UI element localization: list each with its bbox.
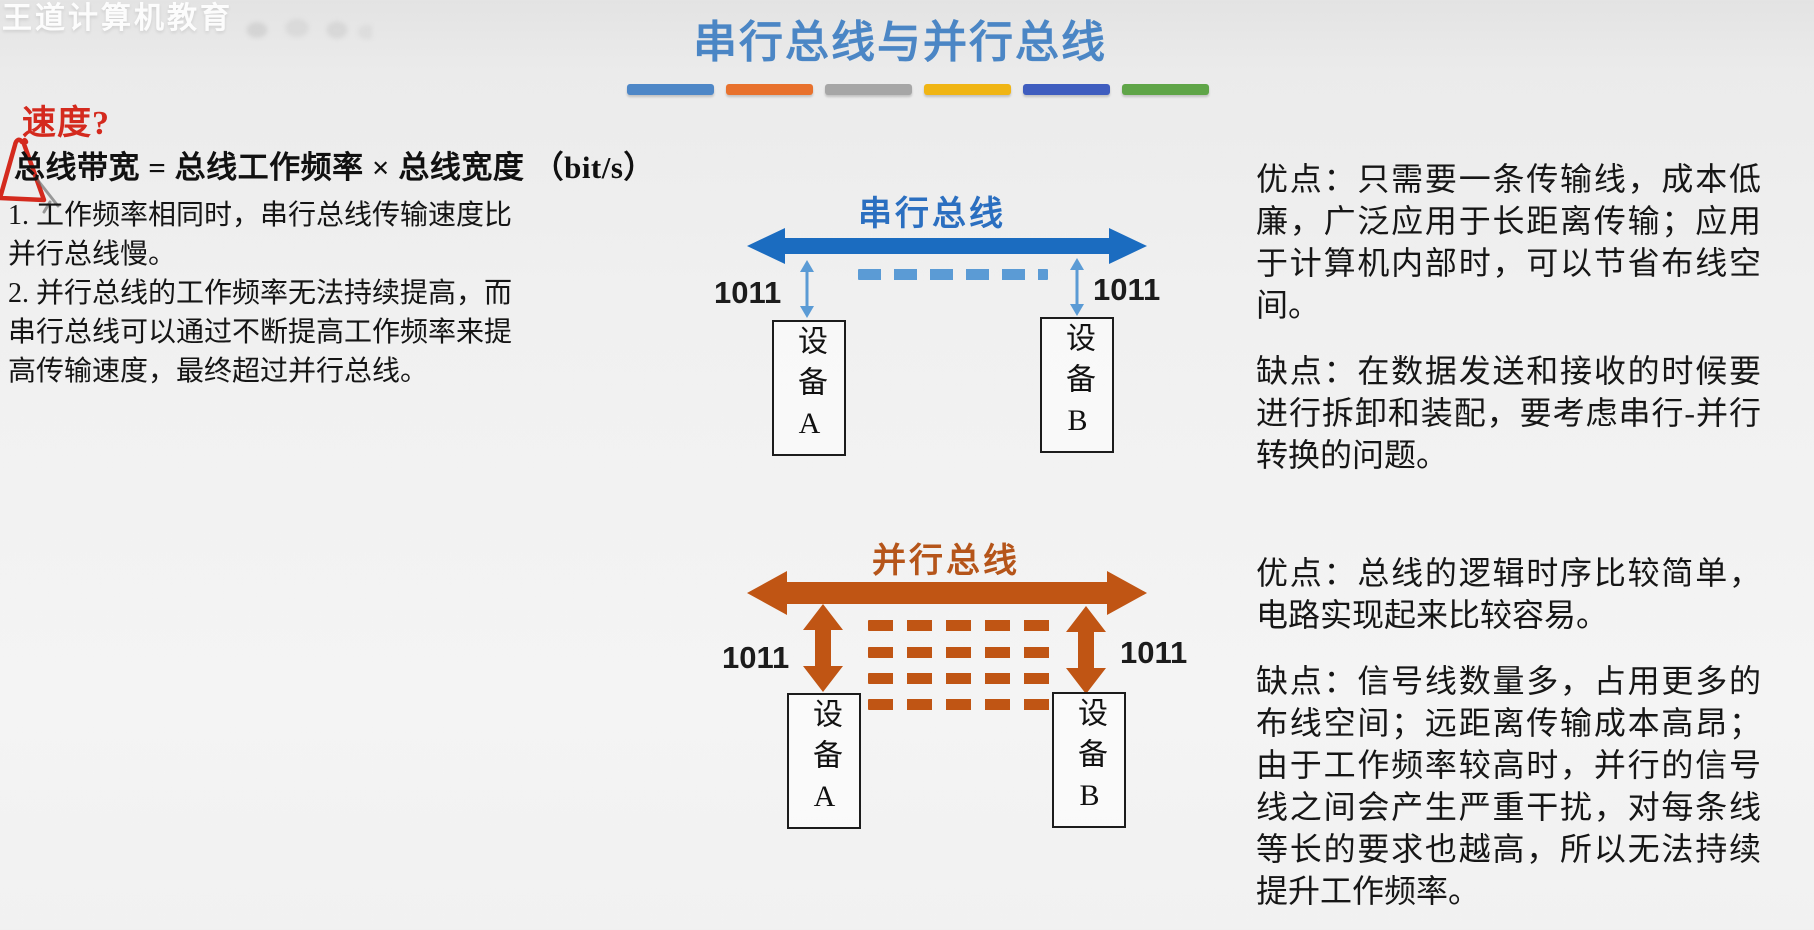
serial-bus-label: 串行总线 [858, 195, 1006, 233]
speed-point-1: 1. 工作频率相同时，串行总线传输速度比并行总线慢。 [8, 200, 513, 270]
parallel-notes: 优点：总线的逻辑时序比较简单，电路实现起来比较容易。 缺点：信号线数量多，占用更… [1256, 552, 1761, 930]
serial-link-arrow-left [800, 260, 814, 318]
serial-bus-arrow [747, 228, 1147, 264]
speed-heading: 速度? [22, 105, 110, 142]
title-underline-bar [924, 84, 1011, 95]
parallel-link-arrow-right [1066, 606, 1106, 694]
parallel-data-dashes-row4 [868, 699, 1050, 710]
bandwidth-formula: 总线带宽 = 总线工作频率 × 总线宽度 （bit/s） [14, 150, 655, 185]
hand-drawn-triangle-annotation [0, 137, 60, 214]
serial-notes: 优点：只需要一条传输线，成本低廉，广泛应用于长距离传输；应用于计算机内部时，可以… [1256, 158, 1761, 500]
serial-device-b-label: 设备B [1061, 322, 1094, 448]
speed-points: 1. 工作频率相同时，串行总线传输速度比并行总线慢。 2. 并行总线的工作频率无… [8, 196, 533, 391]
title-underline-bar [627, 84, 714, 95]
parallel-device-b-box: 设备B [1052, 692, 1126, 828]
parallel-bits-right: 1011 [1120, 635, 1188, 670]
parallel-cons: 缺点：信号线数量多，占用更多的布线空间；远距离传输成本高昂；由于工作频率较高时，… [1256, 663, 1761, 909]
parallel-bus-label: 并行总线 [872, 542, 1020, 580]
parallel-data-dashes-row3 [868, 673, 1050, 684]
parallel-device-a-box: 设备A [787, 693, 861, 829]
serial-cons: 缺点：在数据发送和接收的时候要进行拆卸和装配，要考虑串行-并行转换的问题。 [1256, 353, 1761, 473]
serial-device-a-label: 设备A [793, 325, 826, 451]
faint-watermark [242, 8, 372, 48]
parallel-data-dashes-row2 [868, 647, 1050, 658]
title-underline-bars [627, 84, 1209, 95]
parallel-link-arrow-left [803, 604, 843, 692]
serial-link-arrow-right [1070, 258, 1084, 316]
parallel-bus-arrow [747, 571, 1147, 615]
serial-device-a-box: 设备A [772, 320, 846, 456]
serial-bits-right: 1011 [1093, 272, 1161, 307]
parallel-pros: 优点：总线的逻辑时序比较简单，电路实现起来比较容易。 [1256, 555, 1761, 633]
serial-data-dashes [858, 269, 1048, 280]
parallel-device-b-label: 设备B [1073, 697, 1106, 823]
title-underline-bar [1122, 84, 1209, 95]
parallel-bits-left: 1011 [722, 640, 790, 675]
brand-watermark: 王道计算机教育 [2, 2, 233, 35]
slide-title: 串行总线与并行总线 [693, 18, 1107, 67]
parallel-device-a-label: 设备A [808, 698, 841, 824]
serial-pros: 优点：只需要一条传输线，成本低廉，广泛应用于长距离传输；应用于计算机内部时，可以… [1256, 161, 1761, 323]
title-underline-bar [726, 84, 813, 95]
title-underline-bar [825, 84, 912, 95]
serial-bits-left: 1011 [714, 275, 782, 310]
speed-point-2: 2. 并行总线的工作频率无法持续提高，而串行总线可以通过不断提高工作频率来提高传… [8, 278, 513, 387]
parallel-data-dashes-row1 [868, 620, 1050, 631]
serial-device-b-box: 设备B [1040, 317, 1114, 453]
title-underline-bar [1023, 84, 1110, 95]
